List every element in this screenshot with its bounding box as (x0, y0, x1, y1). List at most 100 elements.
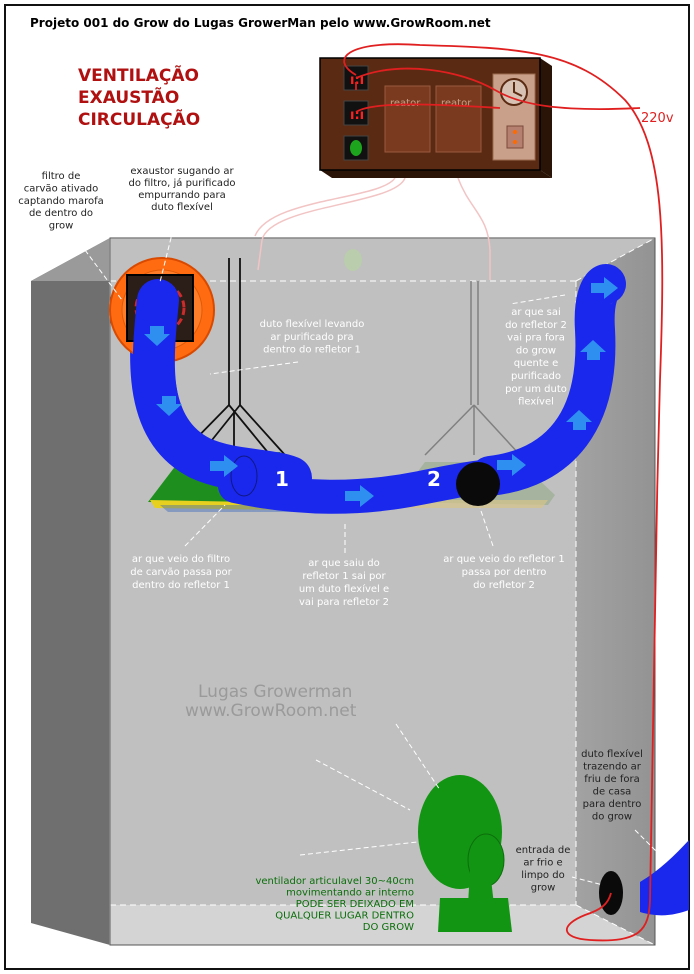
timer-outlet (506, 125, 524, 149)
grow-tent (31, 237, 656, 946)
intake-line-3: limpo do (521, 870, 564, 881)
arrow-up-2 (580, 340, 606, 360)
airflow-arrows (144, 277, 618, 507)
leader-r1-through-r2 (479, 507, 494, 547)
ballast-1-label: reator (390, 98, 421, 109)
duct-to-r1-line-3: dentro do refletor 1 (263, 345, 361, 356)
r1-through-r2-line-1: ar que veio do refletor 1 (443, 554, 564, 565)
intake-line-4: grow (531, 883, 556, 894)
intake-line-2: ar frio e (523, 858, 562, 869)
duct-segment-exhaust-out (132, 279, 211, 473)
fan-line-3: PODE SER DEIXADO EM (296, 899, 414, 910)
reflector-2-hangers (424, 281, 521, 456)
fan-line-4: QUALQUER LUGAR DENTRO (275, 911, 414, 922)
reflector-2-number: 2 (427, 467, 441, 491)
leader-fan-3 (299, 841, 418, 856)
leader-exit-r2 (509, 294, 566, 305)
leader-fan-1 (395, 723, 441, 791)
label-r1-through-r2: ar que veio do refletor 1 passa por dentr… (443, 554, 564, 591)
switch-green (350, 140, 362, 156)
watermark-line-2: www.GrowRoom.net (185, 701, 357, 721)
leader-duct-to-r1 (209, 361, 299, 375)
filter-line-2: carvão ativado (24, 183, 98, 194)
arrow-right-3 (497, 454, 526, 476)
lamp-power-cords (254, 177, 491, 280)
reflector-1-number: 1 (275, 467, 289, 491)
exit-r2-line-7: por um duto (505, 384, 567, 395)
exhaust-line-2: do filtro, já purificado (128, 177, 235, 189)
exhaust-line-4: duto flexível (151, 201, 213, 213)
arrow-down-2 (156, 396, 182, 416)
intake-duct-line-3: friu de fora (584, 774, 639, 785)
fan-line-5: DO GROW (363, 922, 414, 933)
intake-duct-line-2: trazendo ar (583, 762, 642, 773)
exit-r2-line-6: purificado (511, 371, 561, 382)
tent-left-wall (31, 238, 110, 945)
leader-exhaust (159, 221, 176, 283)
heading-ventilation: VENTILAÇÃO (78, 63, 199, 86)
filter-line-5: grow (49, 221, 74, 232)
exit-r2-line-8: flexível (518, 396, 554, 408)
intake-duct-line-1: duto flexível (581, 748, 643, 760)
exit-r2-line-4: do grow (516, 345, 556, 356)
r1-to-r2-line-3: um duto flexível e (299, 583, 389, 595)
panel-bottom (320, 170, 552, 178)
ballast-1 (384, 85, 431, 153)
leader-intake-duct (634, 829, 666, 861)
circulation-fan (418, 775, 512, 932)
filter-through-r1-line-1: ar que veio do filtro (132, 554, 230, 565)
reflector-2-duct-opening (456, 462, 500, 506)
panel-side (540, 58, 552, 178)
intake-duct-line-5: para dentro (583, 799, 642, 810)
heading-exhaust: EXAUSTÃO (78, 85, 179, 108)
filter-line-4: de dentro do (29, 208, 93, 219)
arrow-right-1 (210, 455, 238, 477)
exit-r2-line-1: ar que sai (511, 307, 561, 318)
exhaust-line-1: exaustor sugando ar (130, 166, 234, 177)
leader-filter (84, 249, 123, 301)
exit-r2-line-3: vai pra fora (507, 333, 565, 344)
intake-duct-line-6: do grow (592, 812, 632, 823)
r1-through-r2-line-2: passa por dentro (462, 567, 547, 578)
intake-duct-line-4: de casa (593, 787, 632, 798)
ballast-2 (435, 85, 482, 153)
r1-to-r2-line-2: refletor 1 sai por (302, 571, 386, 582)
tent-inner-diag-bottom (575, 904, 656, 946)
page-title: Projeto 001 do Grow do Lugas GrowerMan p… (30, 16, 491, 30)
voltage-label: 220v (641, 111, 674, 126)
duct-segment-r2-exit (470, 264, 626, 496)
leader-filter-through-r1 (184, 504, 226, 547)
leader-lines (84, 221, 666, 886)
fan-line-1: ventilador articulavel 30~40cm (255, 876, 414, 887)
ballast-2-label: reator (441, 98, 472, 109)
reflector-1-hangers (179, 258, 286, 456)
heading-circulation: CIRCULAÇÃO (78, 107, 200, 130)
arrow-down-1 (144, 326, 170, 346)
fan-neck (468, 870, 494, 905)
ceiling-bulb (344, 249, 362, 271)
r1-to-r2-line-4: vai para refletor 2 (299, 597, 389, 608)
label-duct-to-reflector-1: duto flexível levando ar purificado pra de… (260, 318, 365, 356)
fan-line-2: movimentando ar interno (286, 888, 414, 899)
outlet-2-icon: ı:ı (350, 108, 364, 123)
intake-line-1: entrada de (516, 845, 571, 856)
r1-through-r2-line-3: do refletor 2 (473, 580, 535, 591)
power-wire-220v (343, 43, 664, 942)
r1-to-r2-line-1: ar que saiu do (308, 558, 380, 569)
watermark-line-1: Lugas Growerman (198, 682, 352, 702)
control-panel: ı:ı ı:ı reator reator (319, 57, 552, 178)
filter-line-1: filtro de (42, 171, 81, 182)
tent-back-wall (110, 238, 655, 945)
timer-clock-hands (513, 82, 523, 97)
fan-base (438, 898, 512, 932)
duct-to-r1-line-2: ar purificado pra (270, 332, 353, 343)
leader-fan-2 (315, 759, 411, 811)
duct-to-r1-line-1: duto flexível levando (260, 318, 365, 330)
